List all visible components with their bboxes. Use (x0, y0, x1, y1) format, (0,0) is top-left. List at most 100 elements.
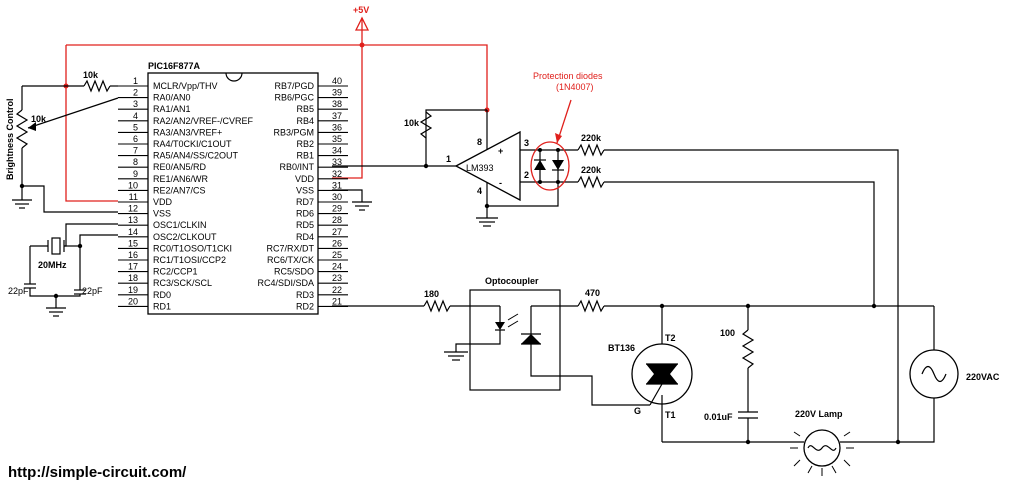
mcu-pin-name: RC3/SCK/SCL (153, 278, 212, 288)
mclr-resistor-value: 10k (83, 70, 99, 80)
mcu-pin-name: RC6/TX/CK (267, 255, 314, 265)
mcu-pin-number: 33 (332, 157, 342, 167)
mcu-pin-name: RB4 (296, 116, 314, 126)
mcu-pin-name: RC7/RX/DT (266, 243, 314, 253)
comparator-circuit (332, 99, 899, 442)
led-resistor-value: 180 (424, 289, 439, 299)
mcu-pin-number: 10 (128, 180, 138, 190)
mcu-pin-name: RC1/T1OSI/CCP2 (153, 255, 226, 265)
mcu-pin-name: VDD (153, 197, 173, 207)
mcu-pin-name: RA4/T0CKI/C1OUT (153, 139, 232, 149)
mcu-pin-name: RB3/PGM (273, 127, 314, 137)
mcu-pin-name: RA1/AN1 (153, 104, 191, 114)
mcu-pin-name: RD3 (296, 290, 314, 300)
mcu-pin-number: 18 (128, 273, 138, 283)
mcu-pin-name: RD1 (153, 301, 171, 311)
comparator-label: LM393 (466, 163, 494, 173)
mcu-pin-number: 23 (332, 273, 342, 283)
mcu-pin-number: 5 (133, 122, 138, 132)
site-url: http://simple-circuit.com/ (8, 464, 187, 481)
mcu-pin-name: VSS (296, 185, 314, 195)
diodes-part: (1N4007) (556, 82, 594, 92)
cap1-label: 22pF (8, 286, 29, 296)
snubber-c-value: 0.01uF (704, 412, 733, 422)
mclr-resistor (66, 79, 118, 93)
vss-ground (332, 189, 372, 211)
mcu-pin-number: 39 (332, 88, 342, 98)
mcu-pin-name: OSC1/CLKIN (153, 220, 207, 230)
mcu-pin-name: RD0 (153, 290, 171, 300)
comp-pin-minus: 2 (524, 170, 529, 180)
mcu-pin-name: RC4/SDI/SDA (257, 278, 314, 288)
mcu-pin-number: 15 (128, 238, 138, 248)
mcu-pin-number: 3 (133, 99, 138, 109)
mcu-pin-name: OSC2/CLKOUT (153, 232, 217, 242)
mcu-pin-name: RD4 (296, 232, 314, 242)
mcu-pin-number: 1 (133, 76, 138, 86)
mcu-ic (147, 72, 319, 315)
mcu-pin-number: 28 (332, 215, 342, 225)
mcu-pin-number: 17 (128, 262, 138, 272)
mcu-pin-name: RB1 (296, 151, 314, 161)
mcu-pin-number: 35 (332, 134, 342, 144)
mcu-pin-name: RD2 (296, 301, 314, 311)
triac-t2-label: T2 (665, 333, 676, 343)
mcu-pin-number: 20 (128, 296, 138, 306)
mcu-pin-number: 19 (128, 285, 138, 295)
power-stage (577, 299, 959, 476)
supply-label: +5V (353, 5, 369, 15)
comp-pin-gnd: 4 (477, 186, 482, 196)
mcu-pin-number: 37 (332, 111, 342, 121)
mcu-pin-number: 31 (332, 180, 342, 190)
comp-pin-plus: 3 (524, 138, 529, 148)
power-net (63, 16, 490, 202)
mcu-pin-name: RD7 (296, 197, 314, 207)
mcu-pin-number: 36 (332, 122, 342, 132)
mcu-pin-name: RA3/AN3/VREF+ (153, 127, 222, 137)
mcu-pin-number: 6 (133, 134, 138, 144)
ground-symbol (12, 199, 32, 209)
mcu-pin-number: 8 (133, 157, 138, 167)
pot-value: 10k (31, 114, 47, 124)
mcu-pin-name: RE1/AN6/WR (153, 174, 209, 184)
mcu-pin-number: 14 (128, 227, 138, 237)
sense-resistor-2-value: 220k (581, 165, 602, 175)
cap2-label: 22pF (82, 286, 103, 296)
ac-source-label: 220VAC (966, 372, 1000, 382)
mcu-pin-number: 27 (332, 227, 342, 237)
diodes-title: Protection diodes (533, 71, 603, 81)
pullup-value: 10k (404, 118, 420, 128)
mcu-pin-number: 30 (332, 192, 342, 202)
mcu-pin-number: 38 (332, 99, 342, 109)
mcu-pin-number: 40 (332, 76, 342, 86)
mcu-pin-name: RB7/PGD (274, 81, 314, 91)
gate-resistor-value: 470 (585, 288, 600, 298)
crystal-oscillator (24, 223, 118, 317)
mcu-pin-number: 12 (128, 204, 138, 214)
mcu-pin-number: 4 (133, 111, 138, 121)
mcu-pin-number: 24 (332, 262, 342, 272)
mcu-pin-name: RB2 (296, 139, 314, 149)
mcu-pin-number: 21 (332, 296, 342, 306)
sense-resistor-1-value: 220k (581, 133, 602, 143)
crystal-label: 20MHz (38, 260, 67, 270)
mcu-pin-name: RD5 (296, 220, 314, 230)
optocoupler-label: Optocoupler (485, 276, 539, 286)
mcu-pin-name: RD6 (296, 209, 314, 219)
mcu-pin-name: RA5/AN4/SS/C2OUT (153, 151, 239, 161)
mcu-pin-number: 29 (332, 204, 342, 214)
mcu-pin-number: 13 (128, 215, 138, 225)
optocoupler-circuit (332, 289, 650, 406)
mcu-pin-name: MCLR/Vpp/THV (153, 81, 218, 91)
mcu-pin-name: VDD (295, 174, 315, 184)
mcu-pin-number: 16 (128, 250, 138, 260)
comp-plus-sign: + (498, 146, 503, 156)
mcu-part-label: PIC16F877A (148, 61, 201, 71)
snubber-r-value: 100 (720, 328, 735, 338)
lamp-label: 220V Lamp (795, 409, 843, 419)
mcu-pin-number: 25 (332, 250, 342, 260)
comp-minus-sign: - (499, 178, 502, 188)
mcu-pin-name: RC2/CCP1 (153, 267, 198, 277)
triac-g-label: G (634, 406, 641, 416)
mcu-pin-number: 34 (332, 146, 342, 156)
